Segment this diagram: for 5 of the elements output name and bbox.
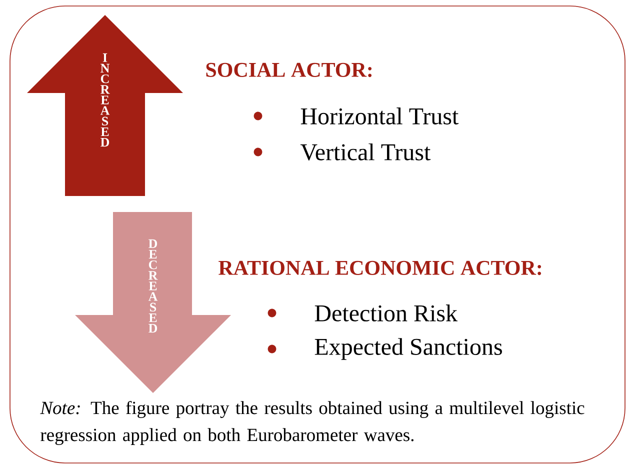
bullet-text: Horizontal Trust: [300, 108, 459, 124]
bullet-text: Detection Risk: [314, 304, 458, 322]
heading: SOCIAL ACTOR:: [206, 62, 372, 78]
bullet-text: Vertical Trust: [300, 143, 431, 160]
bullet-text: Expected Sanctions: [314, 338, 502, 360]
